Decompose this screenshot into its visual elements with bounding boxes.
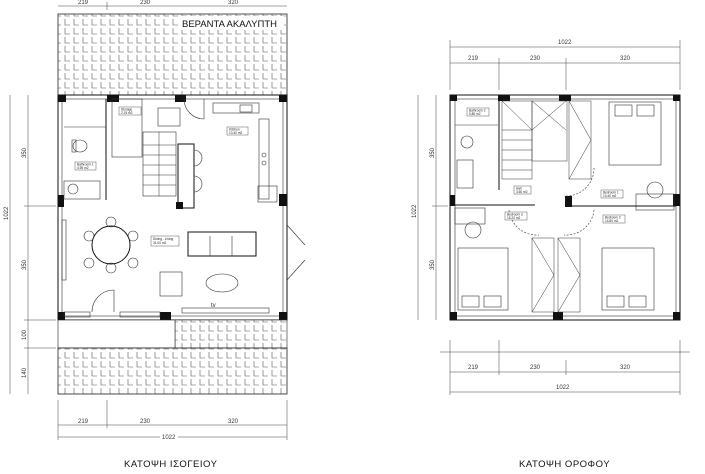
- dim-left-350-b: 350: [22, 259, 28, 270]
- dim-top-219: 219: [468, 56, 479, 62]
- dim-bottom-219: 219: [468, 365, 479, 371]
- upper-building-outline: [449, 94, 681, 321]
- upper-stairs: [501, 100, 592, 180]
- dim-top-219: 219: [78, 0, 89, 6]
- dim-bottom-230: 230: [140, 419, 151, 425]
- dim-left-350-b: 350: [430, 259, 436, 270]
- room-area-storage: 2.15 m2: [121, 111, 133, 115]
- room-name-bathroom-2: Bathroom 2: [469, 109, 486, 113]
- bathroom-2: Bathroom 2 5.80 m2: [455, 101, 500, 190]
- dim-bottom-total: 1022: [556, 385, 570, 391]
- bathroom-1: Bathroom 1 4.95 m2: [63, 99, 107, 200]
- room-area-bedroom-3: 15.20 m2: [507, 216, 521, 220]
- veranda-bottom-right: [174, 319, 288, 349]
- veranda-label: ΒΕΡΑΝΤΑ ΑΚΑΛΥΠΤΗ: [182, 19, 277, 30]
- dining-living: Dining - Living 31.00 m2 tv: [61, 216, 306, 318]
- porch: [57, 319, 176, 349]
- upper-floor-title: ΚΑΤΟΨΗ ΟΡΟΦΟΥ: [519, 459, 610, 470]
- room-name-hall: Hall: [516, 187, 522, 191]
- room-area-bathroom-1: 4.95 m2: [77, 166, 89, 170]
- dim-top-320: 320: [620, 56, 631, 62]
- dim-top-320: 320: [228, 0, 239, 6]
- room-area-kitchen: 13.40 m2: [229, 131, 243, 135]
- tv-label: tv: [211, 303, 216, 309]
- dim-top-230: 230: [140, 0, 151, 6]
- columns: [58, 95, 287, 320]
- upper-columns: [450, 95, 680, 320]
- dim-bottom-320: 320: [620, 365, 631, 371]
- room-area-dining-living: 31.00 m2: [153, 241, 167, 245]
- ground-building-outline: [57, 94, 288, 321]
- room-area-hall: 3.60 m2: [516, 190, 528, 194]
- ground-left-dimensions: 1022 350 350 100 140: [4, 95, 56, 394]
- room-name-dining-living: Dining - Living: [153, 237, 173, 241]
- hall: Hall 3.60 m2: [455, 185, 676, 236]
- ground-bottom-dimensions: 219 230 320 1022: [57, 400, 288, 441]
- ground-floor-plan: 219 230 320 ΒΕΡΑΝΤΑ ΑΚΑΛΥΠΤΗ: [4, 0, 306, 470]
- upper-bottom-dimensions: 219 230 320 1022: [440, 340, 690, 395]
- room-name-bedroom-3: Bedroom 3: [507, 213, 523, 217]
- room-area-bedroom-1: 13.40 m2: [603, 194, 617, 198]
- room-name-storage: Storage: [121, 108, 132, 112]
- dim-top-total: 1022: [558, 40, 572, 46]
- dim-left-total: 1022: [4, 206, 10, 220]
- veranda-bottom: [57, 347, 288, 395]
- upper-floor-plan: 1022 219 230 320 Bathroom 2 5.: [412, 40, 690, 470]
- dim-left-350-a: 350: [430, 147, 436, 158]
- bedroom-3: Bedroom 3 15.20 m2: [454, 207, 528, 311]
- room-area-bathroom-2: 5.80 m2: [469, 112, 481, 116]
- dim-left-140: 140: [22, 367, 28, 378]
- room-name-bedroom-2: Bedroom 2: [605, 216, 621, 220]
- wardrobes: [531, 237, 581, 313]
- room-name-kitchen: Kitchen: [229, 128, 240, 132]
- room-name-bedroom-1: Bedroom 1: [603, 191, 619, 195]
- kitchen: Kitchen 13.40 m2: [183, 98, 278, 203]
- upper-top-dimensions: 1022 219 230 320: [449, 40, 681, 90]
- dim-bottom-230: 230: [530, 365, 541, 371]
- bedroom-2: Bedroom 2 14.80 m2: [601, 214, 655, 311]
- room-name-bathroom-1: Bathroom 1: [77, 163, 94, 167]
- dim-bottom-total: 1022: [162, 435, 176, 441]
- dim-left-100: 100: [22, 329, 28, 340]
- dim-bottom-219: 219: [78, 419, 89, 425]
- bedroom-1: Bedroom 1 13.40 m2: [563, 101, 675, 211]
- dim-top-230: 230: [530, 56, 541, 62]
- upper-left-dimensions: 1022 350 350: [412, 95, 448, 320]
- room-area-bedroom-2: 14.80 m2: [605, 219, 619, 223]
- dim-left-350-a: 350: [22, 147, 28, 158]
- ground-top-dimensions: 219 230 320: [58, 0, 287, 10]
- dim-bottom-320: 320: [228, 419, 239, 425]
- ground-floor-title: ΚΑΤΟΨΗ ΙΣΟΓΕΙΟΥ: [124, 459, 218, 470]
- storage-and-stairs: Storage 2.15 m2: [111, 98, 203, 209]
- dim-left-total: 1022: [412, 204, 418, 218]
